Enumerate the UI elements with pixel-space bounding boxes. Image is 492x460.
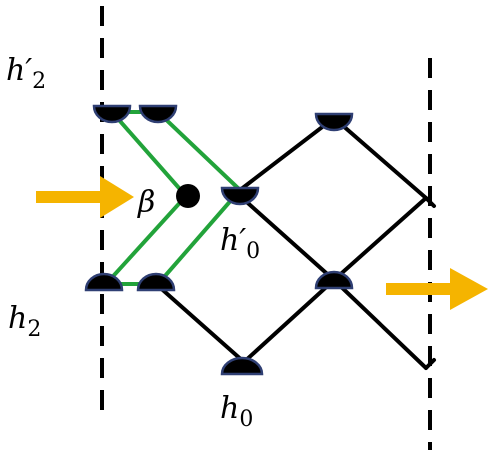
outgoing-arrow (386, 268, 488, 310)
incoming-arrow (36, 176, 134, 218)
edge-top-to-right-upper (332, 116, 428, 200)
label-h2: h2 (8, 301, 41, 342)
node-h2 (84, 272, 124, 292)
bottom-half-nodes (84, 270, 354, 376)
node-mid-right (314, 270, 354, 290)
edge-mid-to-right-lower (332, 278, 428, 370)
label-h2-prime: h′2 (6, 53, 46, 94)
beta-vertex-dot (176, 184, 200, 208)
edge-right-lower-tail (424, 358, 436, 370)
node-top-second (138, 104, 178, 124)
node-top-right (314, 112, 354, 132)
label-h0: h0 (220, 391, 253, 432)
edge-right-upper-tail (424, 196, 436, 208)
top-half-nodes (92, 104, 354, 206)
edge-bottom-to-mid (242, 278, 336, 364)
edge-h0prime-to-mid (238, 194, 336, 282)
label-beta: β (137, 185, 155, 220)
edge-mid-to-right-upper (332, 196, 428, 282)
node-h0 (220, 356, 264, 376)
edge-h0prime-to-top (238, 116, 336, 192)
node-h0prime (220, 186, 260, 206)
edge-lower-to-bottom (154, 282, 246, 364)
node-top-left (92, 104, 132, 124)
black-lattice (154, 116, 436, 370)
label-h0-prime: h′0 (220, 223, 260, 264)
node-lower-second (136, 272, 176, 292)
